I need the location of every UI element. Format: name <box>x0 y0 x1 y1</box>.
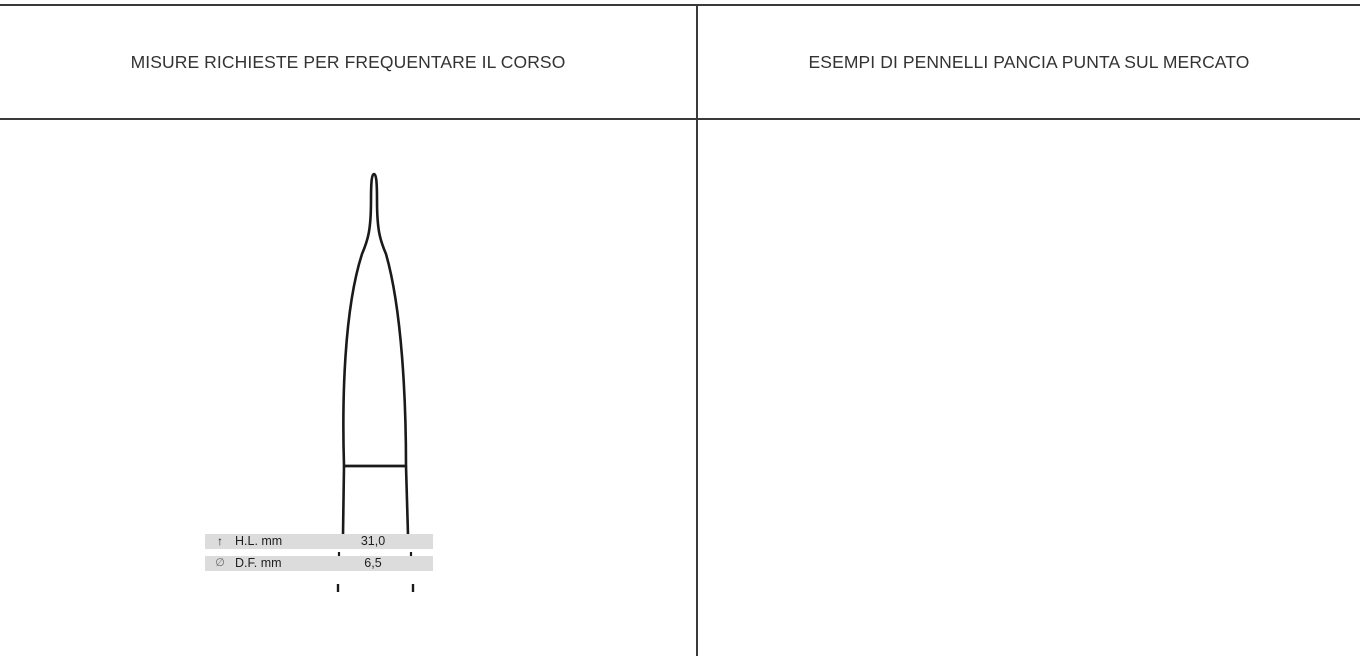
brush-head-outline <box>342 172 408 468</box>
table-top-border <box>0 4 1360 6</box>
ferrule-left-side <box>341 465 346 536</box>
spec-row-ferrule-diameter: ∅ D.F. mm 6,5 <box>205 556 433 571</box>
column-header-required-measures: MISURE RICHIESTE PER FREQUENTARE IL CORS… <box>130 51 566 72</box>
table-column-divider <box>696 4 698 656</box>
column-header-market-examples: ESEMPI DI PENNELLI PANCIA PUNTA SUL MERC… <box>808 51 1250 72</box>
ferrule-right-side <box>404 465 410 536</box>
spec-row-hair-length: ↑ H.L. mm 31,0 <box>205 534 433 549</box>
round-brush-icon <box>336 172 415 592</box>
table-header-divider <box>0 118 1360 120</box>
arrow-up-icon: ↑ <box>217 534 223 548</box>
spec-label-hair-length: H.L. mm <box>235 534 283 548</box>
market-examples-cell <box>698 120 1360 659</box>
spec-value-ferrule-diameter: 6,5 <box>364 556 382 570</box>
diameter-icon: ∅ <box>215 557 225 569</box>
spec-label-ferrule-diameter: D.F. mm <box>235 556 282 570</box>
brush-measurement-diagram: ↑ H.L. mm 31,0 ∅ D.F. mm 6,5 <box>170 160 470 610</box>
spec-value-hair-length: 31,0 <box>360 534 386 548</box>
